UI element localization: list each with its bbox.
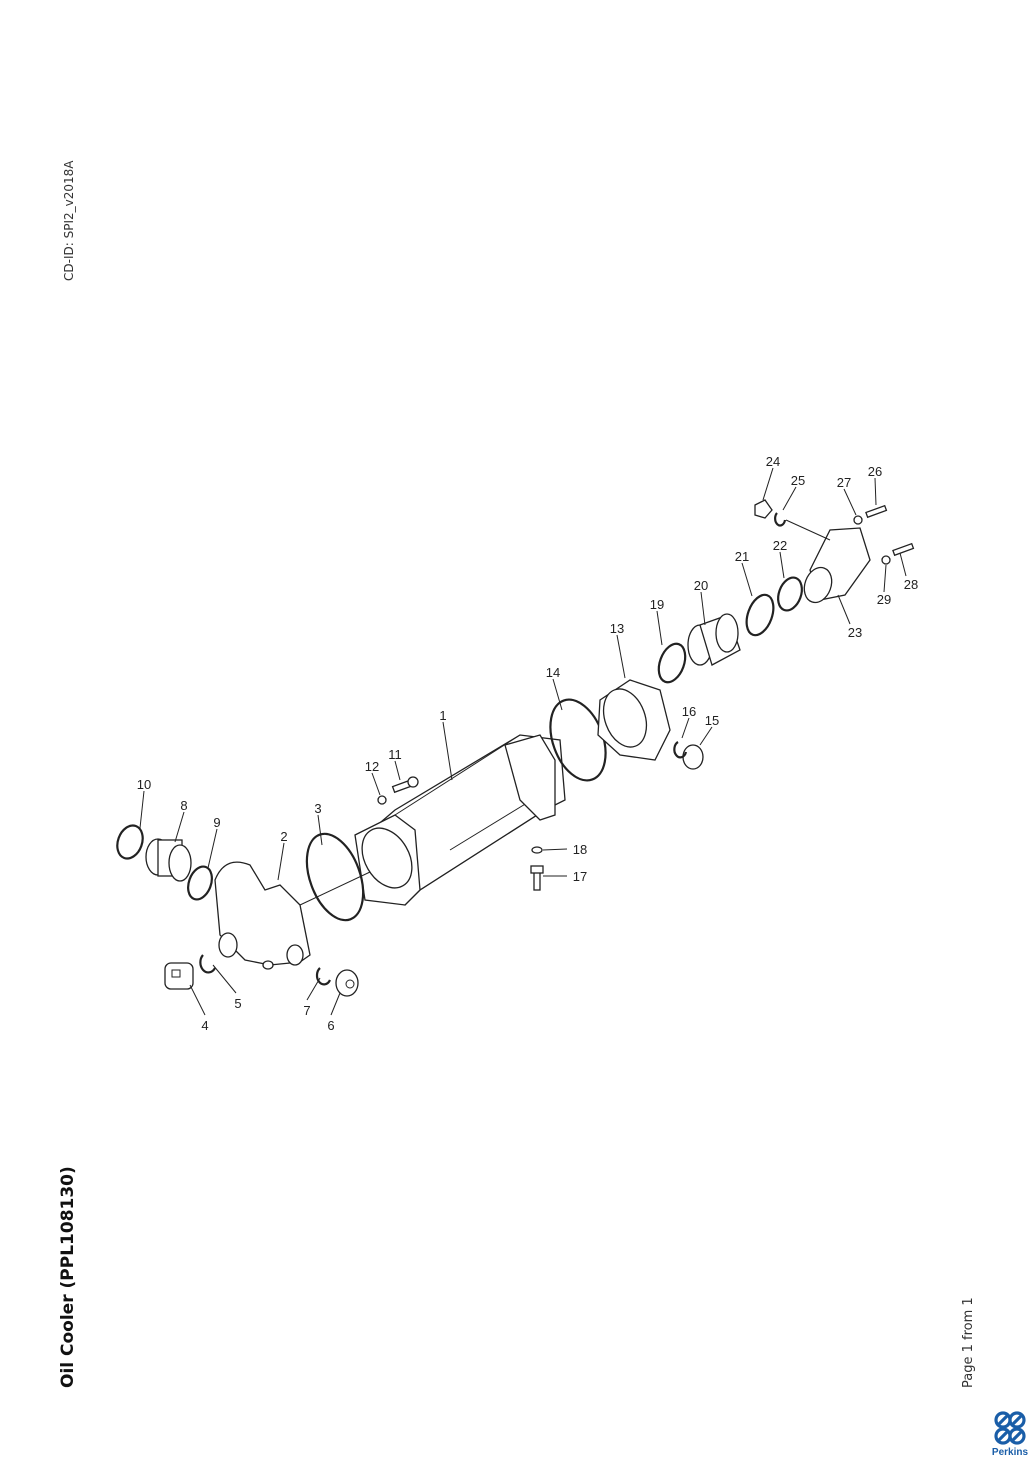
callout-25: 25 — [791, 473, 805, 488]
part-washer-18 — [531, 846, 543, 854]
part-seal-7 — [315, 967, 331, 986]
callout-2: 2 — [280, 829, 287, 844]
part-oil-cooler-body — [354, 734, 566, 906]
callout-19: 19 — [650, 597, 664, 612]
part-clamp-19 — [657, 642, 687, 684]
callout-9: 9 — [213, 815, 220, 830]
part-seal-16 — [673, 741, 688, 759]
part-bolt-26 — [865, 504, 888, 519]
part-seal-25 — [774, 512, 787, 527]
callout-12: 12 — [365, 759, 379, 774]
part-o-ring-22 — [777, 576, 803, 612]
callout-22: 22 — [773, 538, 787, 553]
part-o-ring-3 — [305, 832, 365, 922]
part-end-housing-13 — [597, 679, 671, 761]
callout-15: 15 — [705, 713, 719, 728]
part-washer-27 — [853, 515, 863, 525]
callout-3: 3 — [314, 801, 321, 816]
part-outlet-elbow-23 — [803, 527, 871, 604]
callout-26: 26 — [868, 464, 882, 479]
callout-16: 16 — [682, 704, 696, 719]
part-clamp-21 — [745, 593, 775, 637]
callout-17: 17 — [573, 869, 587, 884]
part-bolt-17 — [530, 865, 544, 891]
part-plug-4 — [164, 962, 194, 990]
callout-27: 27 — [837, 475, 851, 490]
callout-8: 8 — [180, 798, 187, 813]
callout-labels: 1 2 3 4 5 6 7 8 9 10 11 12 13 14 15 16 1… — [137, 454, 918, 1033]
callout-28: 28 — [904, 577, 918, 592]
callout-21: 21 — [735, 549, 749, 564]
callout-18: 18 — [573, 842, 587, 857]
callout-1: 1 — [439, 708, 446, 723]
callout-24: 24 — [766, 454, 780, 469]
part-adapter-8 — [145, 838, 192, 882]
part-bolt-11 — [391, 776, 419, 794]
callout-20: 20 — [694, 578, 708, 593]
leader-lines — [139, 467, 907, 1016]
callout-29: 29 — [877, 592, 891, 607]
callout-5: 5 — [234, 996, 241, 1011]
part-housing — [214, 861, 311, 970]
part-seal-5 — [199, 954, 216, 974]
callout-4: 4 — [201, 1018, 208, 1033]
svg-text:Perkins: Perkins — [992, 1447, 1029, 1458]
part-o-ring-10 — [116, 824, 144, 860]
part-plug-6 — [335, 969, 359, 997]
callout-6: 6 — [327, 1018, 334, 1033]
part-bolt-28 — [892, 542, 915, 557]
callout-23: 23 — [848, 625, 862, 640]
part-o-ring-9 — [187, 865, 213, 901]
callout-7: 7 — [303, 1003, 310, 1018]
part-plug-15 — [682, 744, 704, 770]
part-plug-24 — [754, 499, 773, 519]
perkins-logo: Perkins — [992, 1411, 1029, 1458]
callout-13: 13 — [610, 621, 624, 636]
callout-10: 10 — [137, 777, 151, 792]
part-hose-20 — [687, 613, 741, 666]
part-washer-12 — [377, 795, 387, 805]
callout-11: 11 — [388, 747, 402, 762]
callout-14: 14 — [546, 665, 560, 680]
part-washer-29 — [881, 555, 891, 565]
